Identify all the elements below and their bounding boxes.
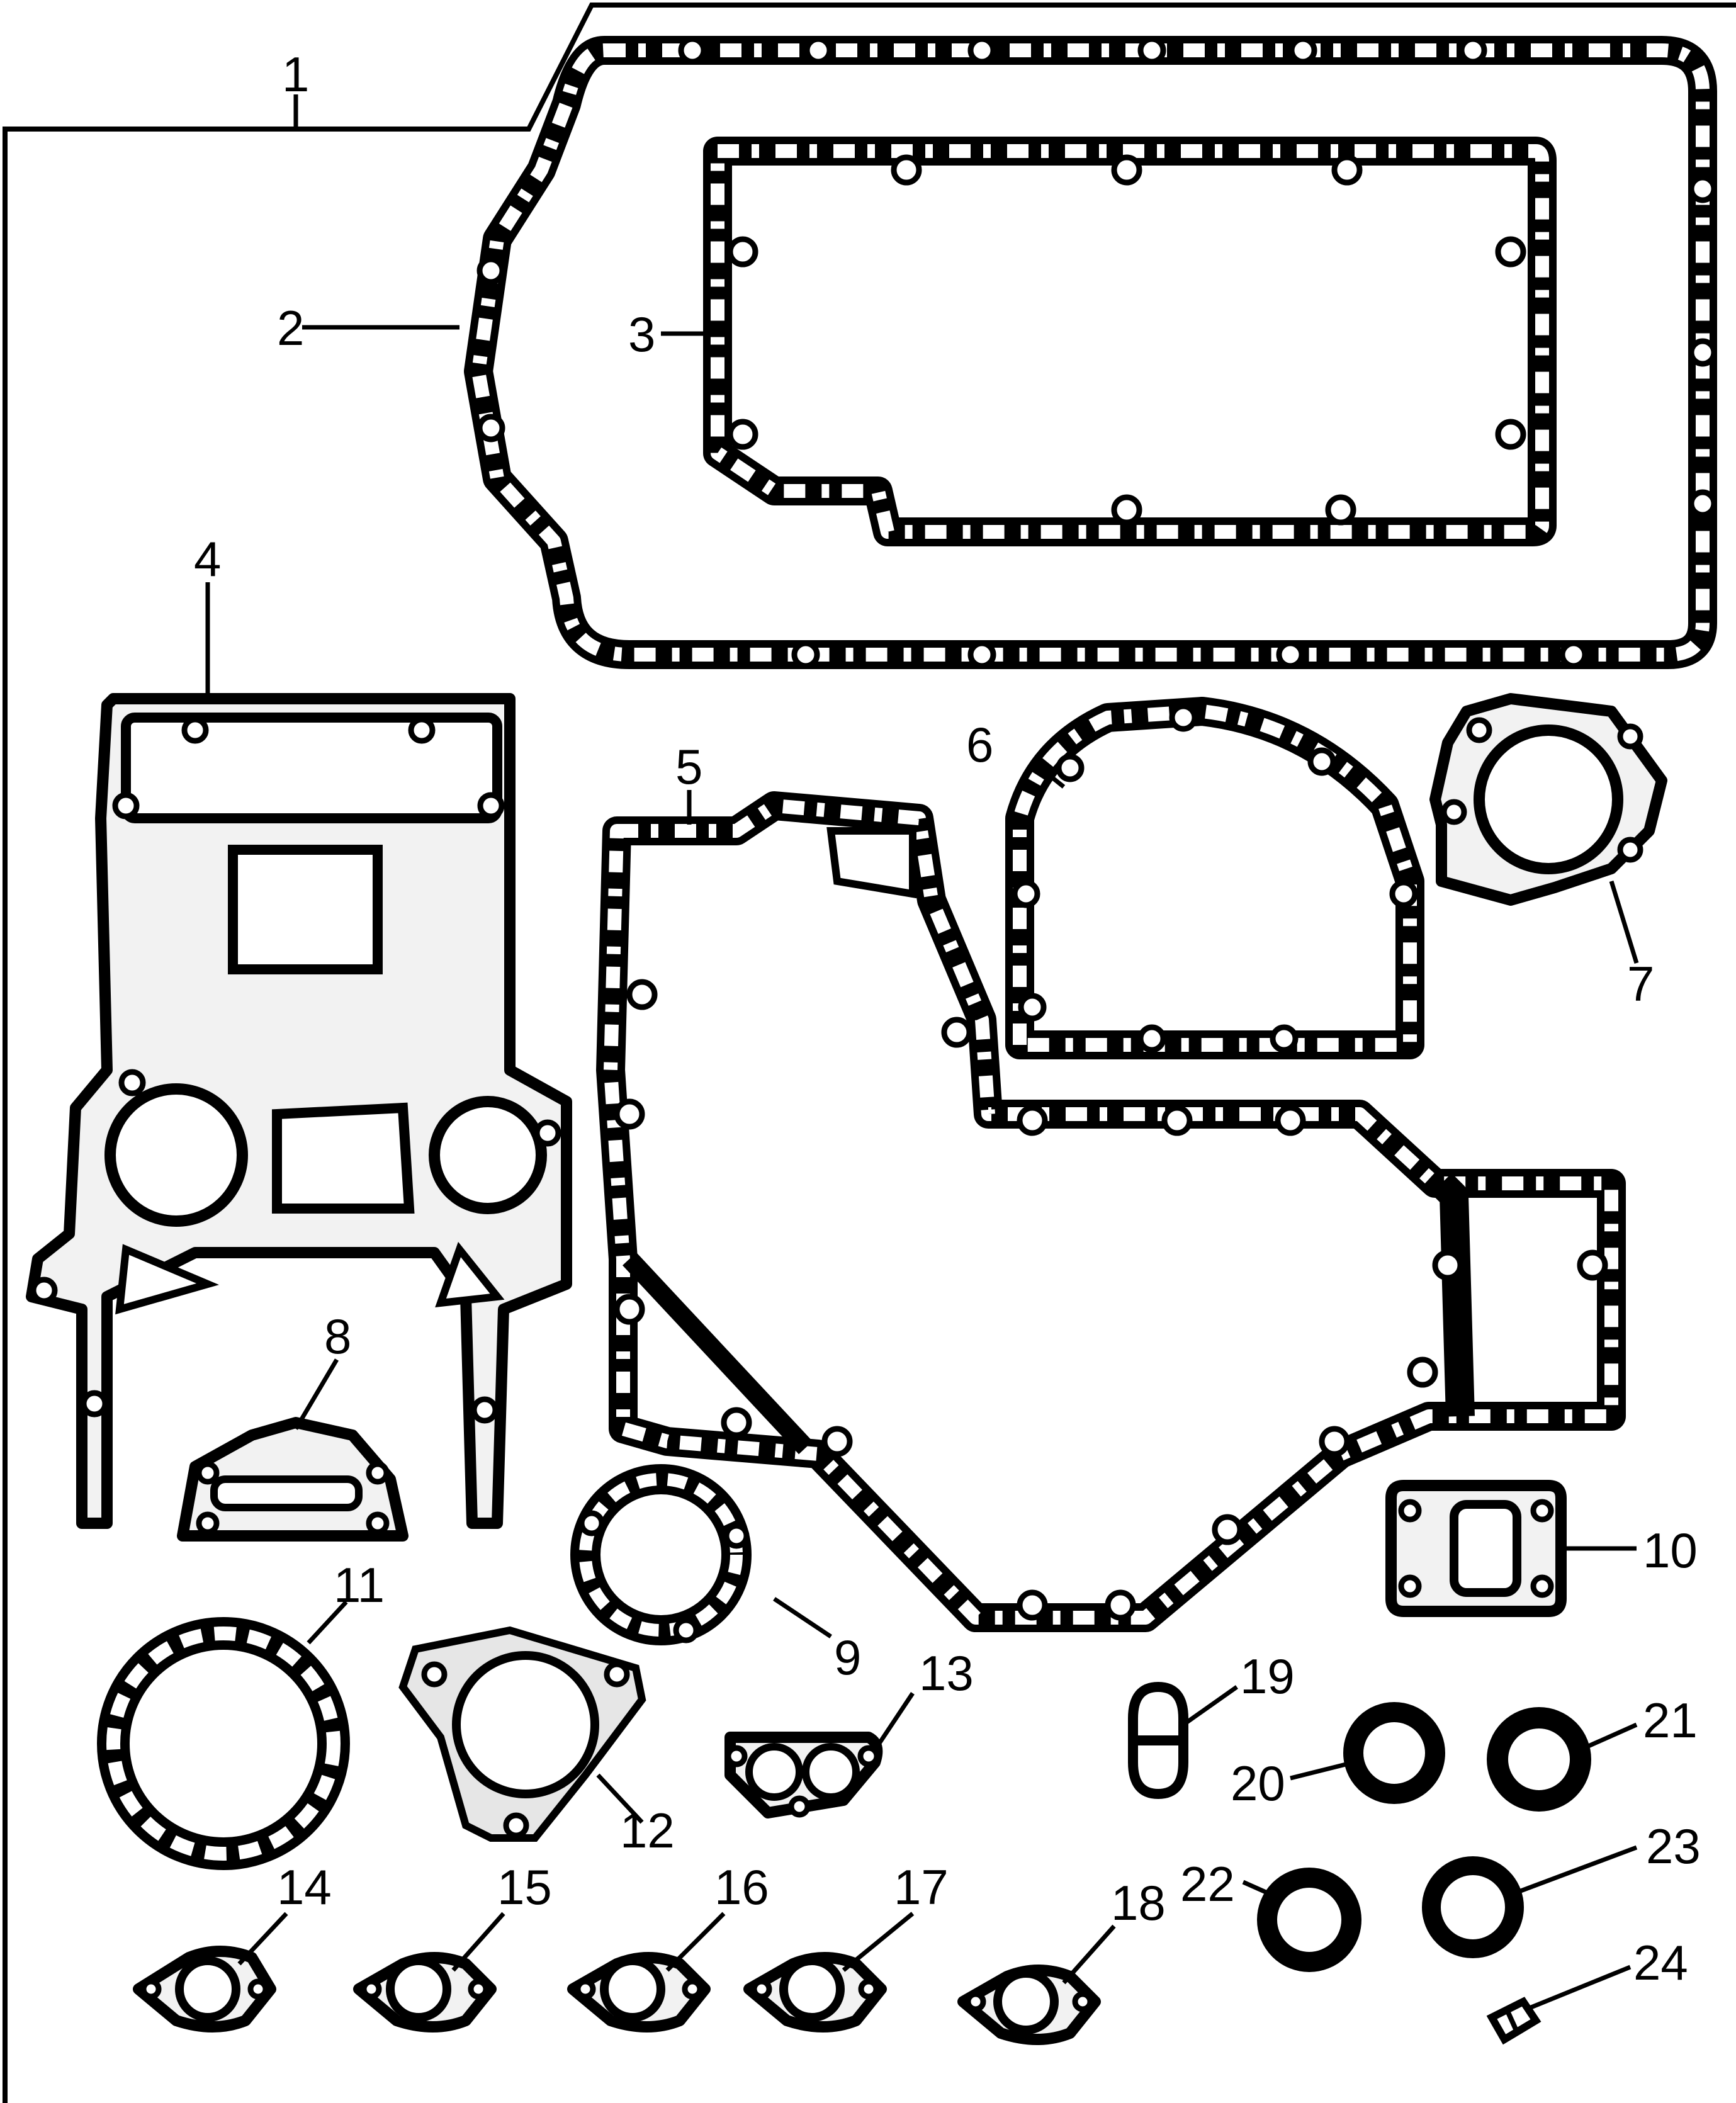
exhaust-gasket-17: [743, 1952, 887, 2033]
oil-pump-gasket: [177, 1417, 409, 1542]
label-11: 11: [334, 1557, 385, 1613]
three-hole-gasket: [724, 1732, 883, 1818]
label-9: 9: [834, 1630, 861, 1685]
round-flange-gasket: [570, 1464, 752, 1645]
kit-frame: [3, 3, 1736, 2103]
label-20: 20: [1231, 1756, 1285, 1811]
label-12: 12: [620, 1803, 675, 1858]
o-ring-21: [1487, 1707, 1591, 1812]
label-3: 3: [628, 307, 655, 362]
label-18: 18: [1111, 1875, 1166, 1931]
label-16: 16: [714, 1859, 769, 1915]
o-ring-20: [1343, 1702, 1445, 1804]
sump-inner-gasket: [703, 137, 1557, 546]
square-plate-gasket: [1385, 1480, 1567, 1617]
label-8: 8: [324, 1309, 351, 1364]
label-6: 6: [966, 717, 993, 772]
label-17: 17: [894, 1859, 949, 1915]
label-1: 1: [282, 47, 309, 102]
label-2: 2: [277, 300, 304, 356]
front-plate-gasket: [26, 693, 572, 1529]
figure-eight-gasket: [1128, 1681, 1188, 1800]
rear-cover-gasket: [1005, 697, 1424, 1059]
o-ring-22: [1257, 1868, 1361, 1972]
timing-cover-gasket: [596, 791, 1626, 1632]
label-24: 24: [1633, 1935, 1688, 1990]
label-22: 22: [1180, 1856, 1235, 1912]
label-23: 23: [1646, 1818, 1701, 1874]
sleeve-24: [1486, 1997, 1542, 2045]
label-19: 19: [1240, 1649, 1295, 1704]
label-21: 21: [1643, 1693, 1698, 1748]
exhaust-gasket-15: [353, 1952, 497, 2033]
o-ring-23: [1422, 1856, 1524, 1958]
label-7: 7: [1627, 956, 1654, 1012]
exhaust-gasket-18: [957, 1965, 1101, 2045]
leader-lines: [205, 94, 1639, 2010]
label-5: 5: [675, 739, 702, 794]
callout-labels: 1 2 3 4 5 6 7 8 9 10 11 12 13 14 15 16 1…: [194, 47, 1701, 1990]
exhaust-gasket-14: [133, 1946, 276, 2033]
label-13: 13: [919, 1645, 974, 1701]
large-round-gasket: [97, 1617, 350, 1870]
exhaust-gasket-16: [567, 1952, 711, 2033]
triangular-gasket: [398, 1626, 646, 1842]
label-15: 15: [497, 1859, 552, 1915]
flange-gasket-small: [1429, 693, 1667, 906]
label-10: 10: [1643, 1523, 1698, 1578]
label-14: 14: [277, 1859, 332, 1915]
label-4: 4: [194, 531, 221, 587]
